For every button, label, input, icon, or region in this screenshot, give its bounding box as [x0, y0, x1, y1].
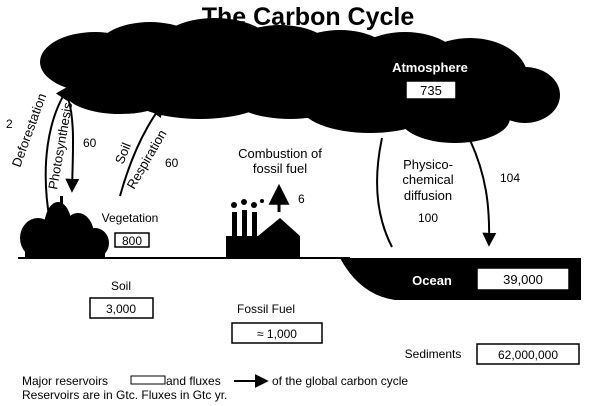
fossil-fuel-reservoir-box	[231, 322, 323, 344]
fossil-fuel-label: Fossil Fuel	[237, 302, 295, 316]
diffusion-label-1: Physico-	[403, 157, 453, 172]
atmosphere-value: 735	[420, 83, 442, 98]
vegetation-value: 800	[122, 234, 142, 248]
ocean-reservoir-box	[476, 267, 570, 291]
diffusion-label-2: chemical	[402, 172, 453, 187]
photosynthesis-value: 60	[83, 136, 97, 150]
legend-line1-b: and fluxes	[166, 374, 221, 388]
soil-respiration-value: 60	[165, 156, 179, 170]
combustion-label-2: fossil fuel	[253, 161, 307, 176]
vegetation-label: Vegetation	[102, 211, 159, 225]
ocean-value: 39,000	[503, 272, 543, 287]
atmosphere-reservoir-box	[405, 80, 457, 100]
diffusion-label-3: diffusion	[404, 188, 452, 203]
sediments-value: 62,000,000	[498, 348, 558, 362]
legend-reservoir-swatch	[130, 375, 166, 385]
atmosphere-cloud	[40, 18, 560, 143]
atmosphere-label: Atmosphere	[392, 60, 468, 75]
photosynthesis-label: Photosynthesis	[45, 101, 75, 191]
soil-label: Soil	[111, 279, 131, 293]
sediments-reservoir-box	[476, 343, 580, 365]
diffusion-value-out: 104	[500, 171, 520, 185]
photosynthesis-arrow	[65, 97, 80, 193]
diffusion-value-in: 100	[418, 211, 438, 225]
soil-respiration-arrow	[119, 102, 164, 197]
deforestation-value: 2	[6, 117, 13, 131]
vegetation-reservoir-box	[114, 232, 150, 248]
deforestation-arrow	[44, 85, 70, 223]
fossil-fuel-value: ≈ 1,000	[257, 327, 297, 341]
legend-line1-c: of the global carbon cycle	[272, 374, 408, 388]
diffusion-up-arrow	[469, 139, 497, 247]
factory-icon	[226, 199, 300, 258]
soil-reservoir-box	[89, 297, 154, 319]
soil-respiration-label-2: Respiration	[124, 127, 170, 191]
ocean-label: Ocean	[412, 273, 452, 288]
deforestation-label: Deforestation	[9, 91, 50, 169]
legend-line1-a: Major reservoirs	[22, 374, 108, 388]
soil-value: 3,000	[106, 302, 136, 316]
sediments-label: Sediments	[405, 347, 462, 361]
combustion-value: 6	[298, 192, 305, 206]
vegetation-trees-icon	[20, 196, 109, 258]
diffusion-down-arrow	[376, 137, 393, 248]
legend-line2: Reservoirs are in Gtc. Fluxes in Gtc yr.	[22, 388, 227, 402]
combustion-label-1: Combustion of	[238, 146, 322, 161]
